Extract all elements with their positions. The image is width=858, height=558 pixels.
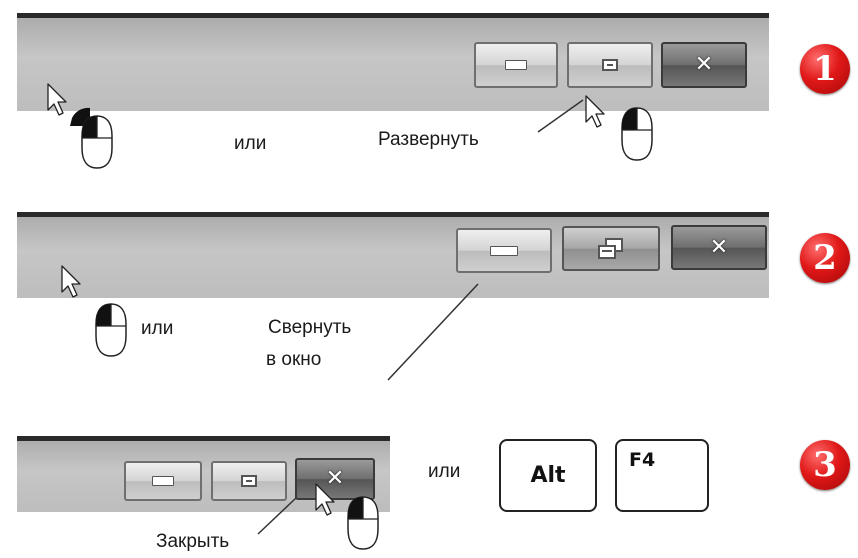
restore-icon [598, 237, 623, 259]
title-bar-edge [17, 212, 769, 217]
minimize-button[interactable] [124, 461, 202, 501]
minimize-button[interactable] [456, 228, 552, 273]
mouse-icon [95, 303, 127, 357]
step-2-number: 2 [813, 238, 837, 278]
alt-key: Alt [499, 439, 597, 512]
step-2-restore-label-line1: Свернуть [268, 317, 352, 338]
mouse-pointer-icon [61, 265, 81, 298]
mouse-pointer-icon [315, 483, 335, 516]
maximize-icon [602, 59, 618, 71]
close-button[interactable]: ✕ [671, 225, 767, 270]
step-3-badge: 3 [800, 440, 850, 490]
step-2-or-text: или [141, 318, 174, 339]
mouse-pointer-icon [585, 95, 605, 128]
step-1-number: 1 [813, 49, 837, 89]
minimize-icon [490, 245, 518, 256]
alt-key-label: Alt [530, 463, 566, 488]
mouse-icon [621, 107, 653, 161]
step-1-or-text: или [234, 133, 267, 154]
minimize-icon [152, 476, 174, 486]
close-button[interactable]: ✕ [661, 42, 747, 88]
minimize-button[interactable] [474, 42, 558, 88]
step-3-close-label: Закрыть [156, 531, 230, 552]
maximize-button[interactable] [567, 42, 653, 88]
step-2-badge: 2 [800, 233, 850, 283]
f4-key: F4 [615, 439, 709, 512]
close-callout-line [257, 497, 297, 535]
close-button[interactable]: ✕ [295, 458, 375, 500]
minimize-icon [505, 60, 527, 70]
step-3-or-text: или [428, 461, 461, 482]
title-bar-edge [17, 13, 769, 18]
step-3-number: 3 [813, 445, 837, 485]
close-icon: ✕ [694, 52, 714, 77]
close-icon: ✕ [709, 234, 729, 260]
step-2-restore-label-line2: в окно [266, 349, 322, 370]
f4-key-label: F4 [629, 449, 656, 471]
restore-callout-line [387, 283, 479, 381]
title-bar-edge [17, 436, 390, 441]
step-1-badge: 1 [800, 44, 850, 94]
maximize-callout-line [537, 99, 584, 133]
mouse-icon [70, 107, 113, 169]
close-icon: ✕ [325, 466, 345, 491]
mouse-icon [347, 496, 379, 550]
mouse-pointer-icon [47, 83, 67, 116]
maximize-icon [241, 475, 257, 487]
maximize-button[interactable] [211, 461, 287, 501]
step-1-maximize-label: Развернуть [378, 129, 479, 150]
restore-button[interactable] [562, 226, 660, 271]
